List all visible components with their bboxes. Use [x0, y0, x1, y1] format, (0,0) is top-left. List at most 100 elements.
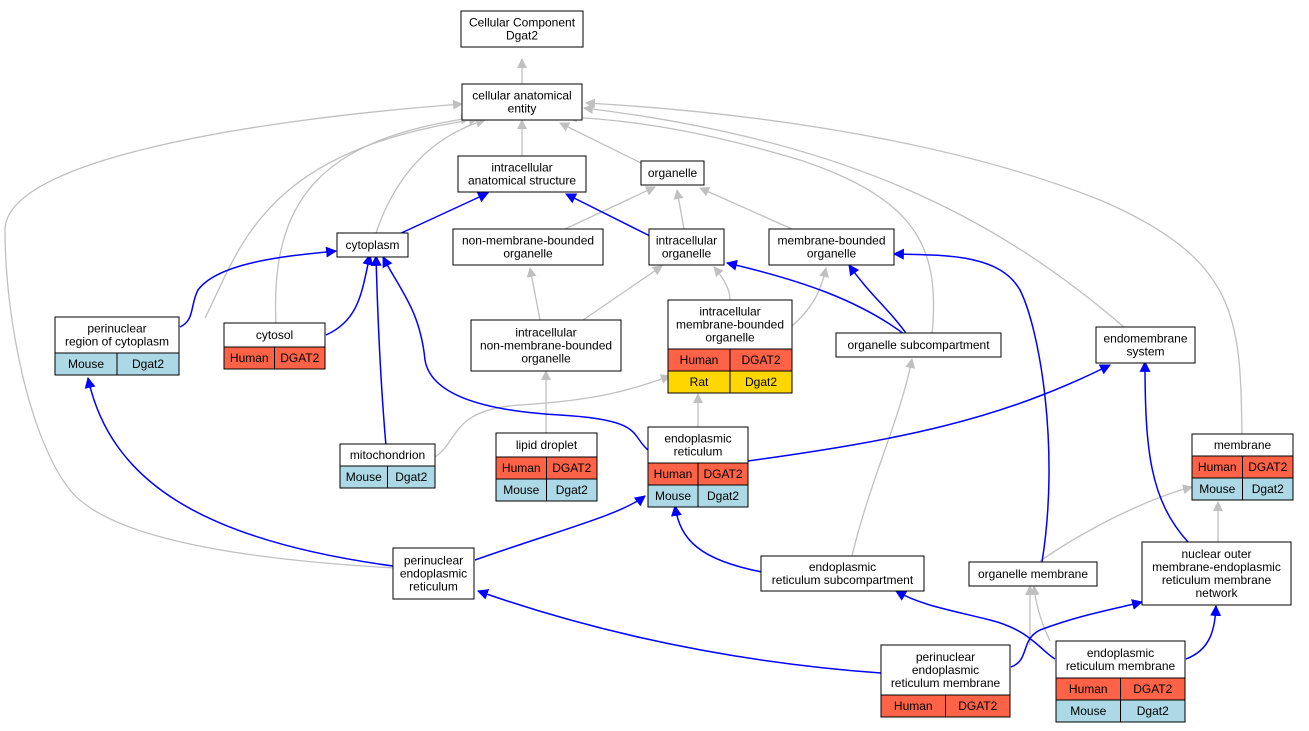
node-label-line: membrane-endoplasmic: [1152, 560, 1281, 574]
node-label-line: system: [1126, 345, 1164, 359]
node-box: [640, 160, 705, 186]
node-label-line: endoplasmic: [809, 560, 876, 574]
edge-mito-to-imbo: [434, 374, 671, 458]
node-label-line: lipid droplet: [516, 438, 578, 452]
gene-cell: [274, 346, 326, 370]
edge-prc-to-cytoplasm: [179, 246, 338, 328]
node-label-line: membrane-bounded: [777, 234, 885, 248]
node-label-line: perinuclear: [404, 554, 463, 568]
edge-ems-to-cae: [583, 104, 1126, 329]
edge-mbo-to-organelle: [699, 187, 793, 230]
node-box: [1095, 326, 1196, 364]
node-label-line: organelle: [662, 247, 712, 261]
gene-cell: [697, 484, 749, 508]
gene-label: DGAT2: [280, 351, 319, 365]
node-box: [223, 322, 326, 348]
gene-cell: [729, 370, 793, 394]
node-label-line: intracellular: [491, 161, 552, 175]
edge-om-to-mbo: [892, 248, 1050, 563]
node-box: [648, 228, 725, 266]
edge-per-to-prc: [84, 376, 394, 567]
edge-cytoplasm-to-cae: [374, 117, 486, 237]
node-label-line: Dgat2: [506, 29, 538, 43]
node-cytoplasm[interactable]: cytoplasm: [336, 232, 409, 258]
node-box: [452, 228, 604, 266]
species-label: Human: [1198, 460, 1237, 474]
edge-per-to-er: [474, 495, 646, 561]
node-label-line: organelle subcompartment: [847, 338, 990, 352]
node-box: [667, 299, 793, 350]
node-organelle[interactable]: organelle: [640, 160, 705, 186]
node-label-line: intracellular: [515, 326, 576, 340]
edge-erm-to-nomer: [1185, 604, 1222, 660]
node-label-line: membrane-bounded: [676, 318, 784, 332]
edge-cytosol-to-cytoplasm: [325, 253, 374, 336]
edge-mito-to-cytoplasm: [370, 254, 387, 447]
gene-label: DGAT2: [552, 461, 591, 475]
edge-imbo-to-mbo: [791, 267, 829, 327]
species-label: Mouse: [655, 489, 691, 503]
node-box: [392, 547, 475, 600]
node-label-line: endomembrane: [1103, 332, 1187, 346]
edge-cytosol-to-cae: [274, 114, 471, 326]
node-label-line: cytosol: [256, 328, 293, 342]
node-box: [336, 232, 409, 258]
edge-organelle-to-cae: [559, 122, 646, 166]
node-label-line: organelle: [521, 352, 571, 366]
gene-label: DGAT2: [703, 467, 742, 481]
node-label-line: non-membrane-bounded: [462, 234, 594, 248]
edge-imbo-to-io: [713, 266, 731, 301]
node-box: [470, 319, 622, 372]
edge-io-to-ias: [565, 193, 651, 237]
node-label-line: anatomical structure: [468, 174, 576, 188]
node-label-line: region of cytoplasm: [65, 335, 169, 349]
gene-label: DGAT2: [1133, 682, 1172, 696]
gene-cell: [116, 352, 180, 376]
node-inmbo[interactable]: intracellularnon-membrane-boundedorganel…: [470, 319, 622, 372]
species-label: Human: [230, 351, 269, 365]
node-box: [835, 332, 1002, 358]
node-label-line: entity: [508, 102, 537, 116]
node-box: [760, 555, 925, 592]
node-osc[interactable]: organelle subcompartment: [835, 332, 1002, 358]
edge-io-to-organelle: [673, 189, 685, 230]
node-label-line: endoplasmic: [400, 567, 467, 581]
edge-er-to-ems: [747, 364, 1111, 462]
node-label-line: cytoplasm: [345, 238, 399, 252]
gene-label: Dgat2: [745, 375, 777, 389]
edge-perm-to-per: [476, 589, 882, 674]
node-box: [457, 155, 587, 193]
node-nomer[interactable]: nuclear outermembrane-endoplasmicreticul…: [1141, 541, 1292, 606]
edge-erm-to-ersc: [895, 590, 1056, 660]
edge-inmbo-to-nmbo: [526, 267, 541, 321]
node-label-line: intracellular: [699, 305, 760, 319]
node-box: [968, 561, 1098, 587]
species-label: Mouse: [503, 483, 539, 497]
species-label: Human: [502, 461, 541, 475]
node-imbo[interactable]: intracellularmembrane-boundedorganelleHu…: [667, 299, 793, 394]
edge-cytoplasm-to-ias: [396, 192, 489, 236]
edge-ersc-to-osc: [851, 358, 916, 557]
gene-label: DGAT2: [1248, 460, 1287, 474]
gene-cell: [1120, 699, 1186, 723]
node-om[interactable]: organelle membrane: [968, 561, 1098, 587]
gene-cell: [546, 478, 598, 502]
